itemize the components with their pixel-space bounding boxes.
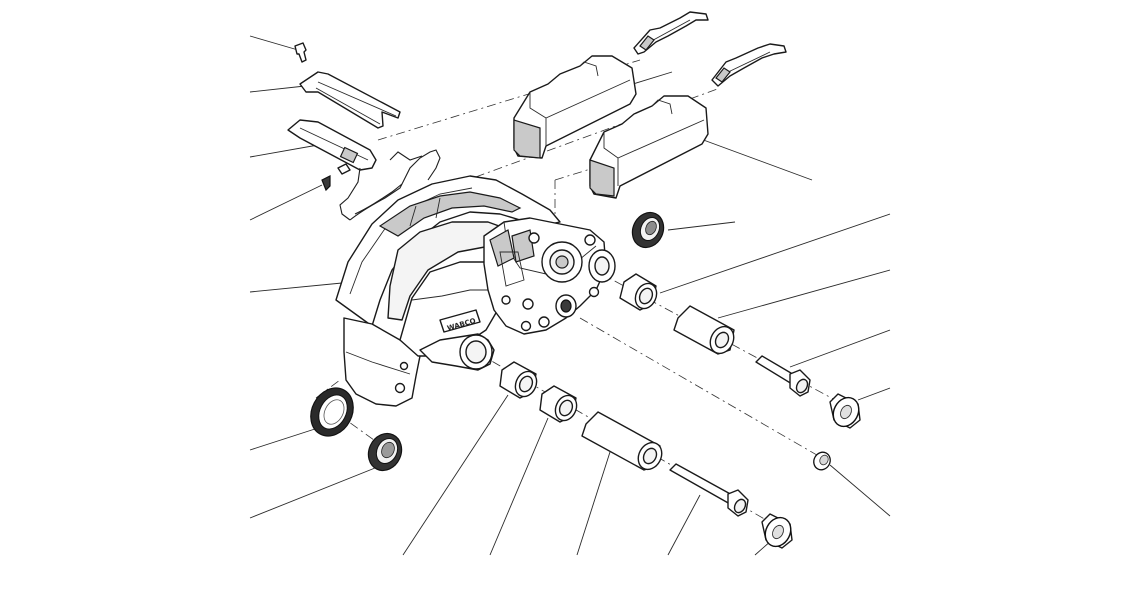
pad-spring-clip-1 — [633, 11, 709, 55]
leader-line — [249, 35, 299, 51]
seal-ring-small — [367, 432, 403, 472]
leader-line — [717, 269, 891, 319]
leader-line — [249, 427, 319, 451]
leader-line — [249, 184, 323, 221]
cap-lower — [761, 513, 793, 549]
leader-line — [249, 282, 343, 293]
leader-line — [249, 467, 376, 519]
retaining-bar — [299, 71, 401, 129]
leader-line — [249, 85, 306, 93]
leader-line — [489, 417, 549, 556]
bushing-lower-2 — [539, 385, 578, 423]
bushing-upper — [619, 273, 658, 311]
leader-line — [697, 137, 813, 181]
guide-sleeve-upper — [673, 305, 735, 355]
small-pin — [294, 42, 307, 63]
brake-pad-outer — [589, 95, 709, 199]
leader-lines-left — [249, 35, 376, 519]
leader-line — [829, 464, 891, 517]
pad-spring-clip-2 — [711, 43, 787, 87]
caliper-mechanism-block — [483, 217, 616, 335]
leader-line — [667, 221, 736, 231]
brake-pad-inner — [513, 55, 637, 159]
leader-line — [789, 329, 891, 368]
seal-ring-upper — [631, 211, 665, 249]
guide-sleeve-lower — [581, 411, 663, 471]
guide-bolt-lower — [669, 463, 749, 517]
small-clip — [321, 163, 351, 192]
leader-line — [402, 394, 509, 556]
axis-line — [579, 317, 823, 459]
axis-line — [554, 134, 701, 181]
seal-ring-large — [310, 387, 354, 437]
bushing-lower-1 — [499, 361, 538, 399]
guide-bolt-upper — [755, 355, 811, 397]
leader-lines-bottom — [402, 394, 773, 556]
cap-upper — [829, 393, 861, 429]
leader-line — [249, 144, 319, 158]
leader-line — [667, 494, 701, 556]
small-plug — [813, 451, 831, 471]
leader-line — [857, 387, 891, 401]
leader-line — [659, 213, 891, 294]
caliper-housing: WABCO — [335, 175, 561, 407]
leader-line — [576, 451, 611, 556]
wear-sensor-harness — [287, 119, 441, 221]
leader-lines-right — [619, 71, 891, 517]
